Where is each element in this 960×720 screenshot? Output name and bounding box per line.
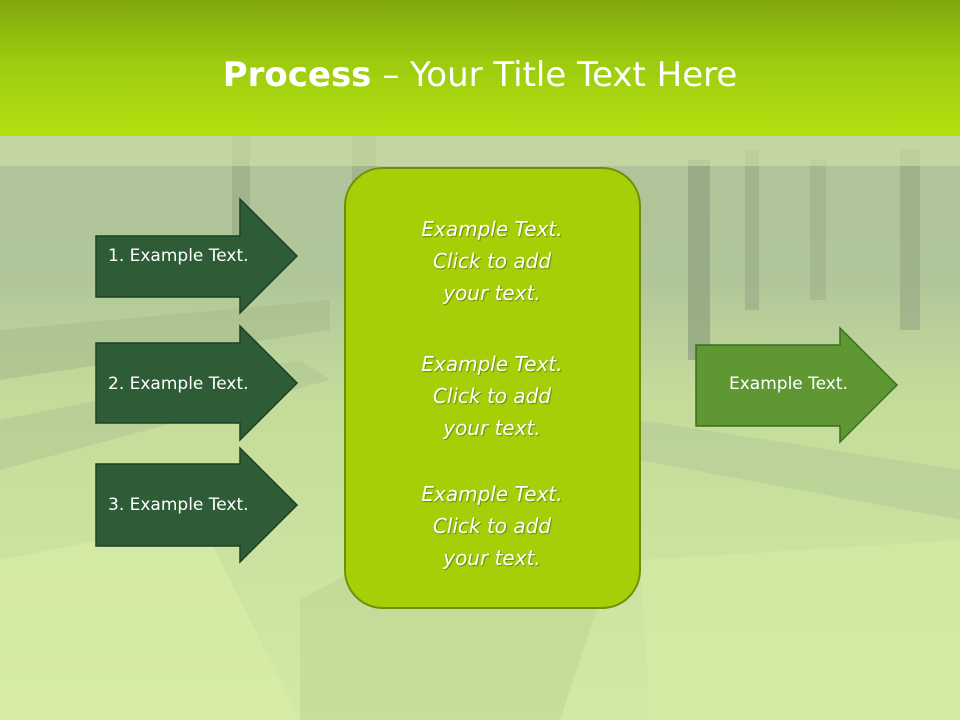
center-line: Example Text. [421,217,563,241]
center-line: Click to add [432,249,552,273]
center-line: your text. [443,546,541,570]
center-box[interactable] [344,167,641,609]
step-arrow-1[interactable] [95,197,299,315]
slide-title[interactable]: Process – Your Title Text Here [0,48,960,102]
center-line: Click to add [432,384,552,408]
step-label-3: 3. Example Text. [108,495,249,515]
step-arrow-2[interactable] [95,324,299,442]
output-arrow[interactable] [695,326,899,444]
title-bold: Process [222,55,372,95]
step-label-2: 2. Example Text. [108,374,249,394]
step-label-1: 1. Example Text. [108,246,249,266]
center-line: your text. [443,281,541,305]
step-arrow-3[interactable] [95,446,299,564]
center-line: Click to add [432,514,552,538]
title-band [0,0,960,136]
center-paragraph-1: Example Text. Click to add your text. [346,213,638,309]
center-paragraph-2: Example Text. Click to add your text. [346,348,638,444]
center-line: Example Text. [421,482,563,506]
title-rest: – Your Title Text Here [371,55,738,95]
center-line: your text. [443,416,541,440]
center-paragraph-3: Example Text. Click to add your text. [346,478,638,574]
output-label: Example Text. [729,374,848,394]
center-line: Example Text. [421,352,563,376]
